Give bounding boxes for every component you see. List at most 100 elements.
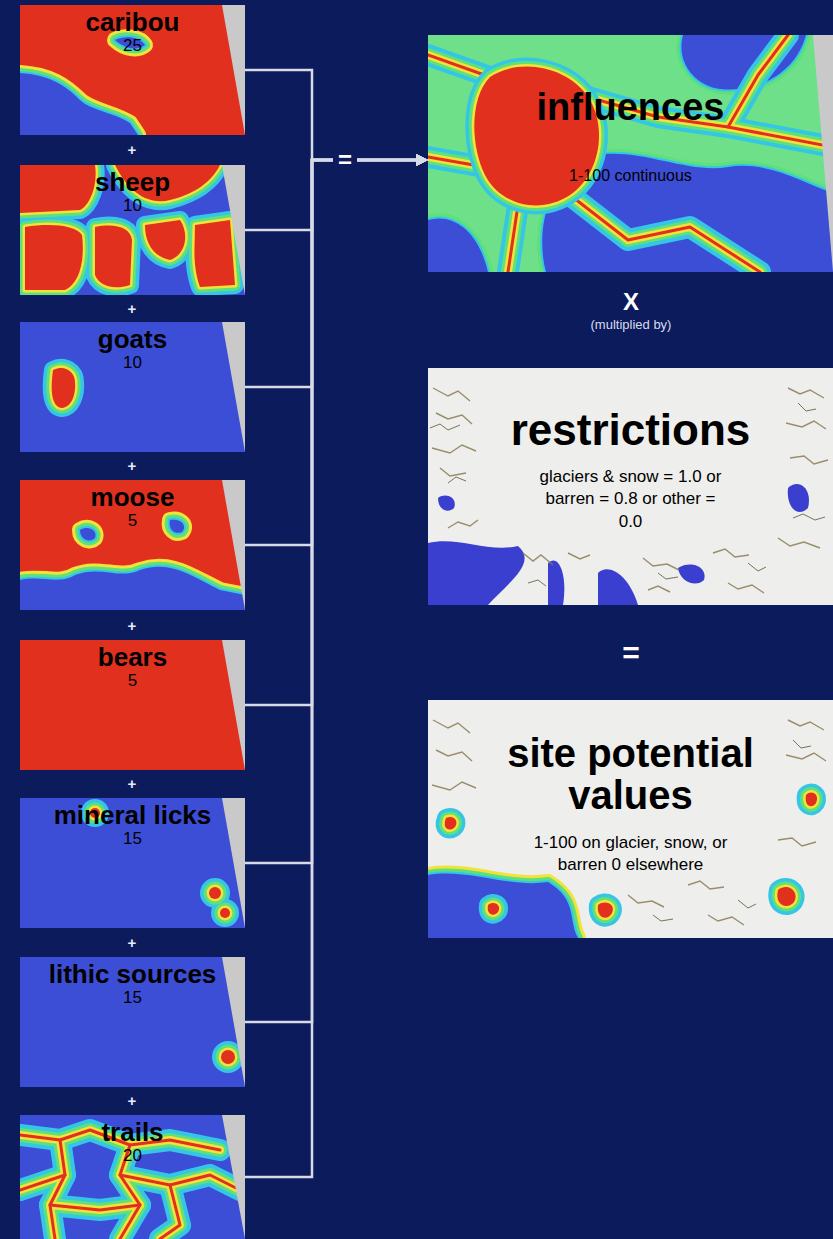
map-art xyxy=(222,1115,245,1239)
map-art xyxy=(20,1130,240,1239)
map-art xyxy=(20,165,235,290)
plus-sign: + xyxy=(128,935,137,952)
map-art xyxy=(20,165,245,295)
map-art xyxy=(432,388,476,476)
map-art xyxy=(778,720,826,846)
influences-map xyxy=(428,35,833,272)
plus-sign: + xyxy=(128,1093,137,1110)
site-potential-panel: site potential values1-100 on glacier, s… xyxy=(428,700,833,938)
map-art xyxy=(222,5,245,135)
panel-title: moose xyxy=(91,483,175,512)
map-art xyxy=(548,560,564,605)
map-art xyxy=(222,165,245,295)
map-art xyxy=(222,480,245,610)
trails-map xyxy=(20,1115,245,1239)
goats-map xyxy=(20,322,245,452)
map-art xyxy=(20,165,235,290)
map-art xyxy=(221,1050,235,1064)
plus-sign: + xyxy=(128,142,137,159)
weight-number: 10 xyxy=(123,197,142,215)
map-art xyxy=(20,5,245,135)
operator-note: (multiplied by) xyxy=(591,318,672,332)
bracket-connector xyxy=(245,154,428,387)
arrow-head xyxy=(416,154,428,166)
map-art xyxy=(628,881,744,925)
map-art xyxy=(20,165,235,290)
map-art xyxy=(20,957,245,1087)
panel-title: mineral licks xyxy=(54,801,212,830)
connector-line xyxy=(245,160,417,230)
factor-map-panel: goats10 xyxy=(20,322,245,452)
map-art xyxy=(523,549,764,593)
map-art xyxy=(428,541,525,605)
mineral-licks-map xyxy=(20,798,245,928)
map-art xyxy=(448,520,478,528)
factor-map-panel: moose5 xyxy=(20,480,245,610)
caribou-map xyxy=(20,5,245,135)
map-art xyxy=(20,520,245,610)
map-art xyxy=(221,1050,235,1064)
map-art xyxy=(20,798,245,928)
multiply-sign: X xyxy=(623,289,639,315)
plus-sign: + xyxy=(128,618,137,635)
equals-sign: = xyxy=(333,147,357,173)
panel-title: restrictions xyxy=(511,406,751,454)
arrow-head xyxy=(416,154,428,166)
arrow-head xyxy=(416,154,428,166)
map-art xyxy=(222,957,245,1087)
map-art xyxy=(20,1130,240,1239)
map-art xyxy=(20,37,145,135)
map-art xyxy=(428,700,833,938)
factor-map-panel: sheep10 xyxy=(20,165,245,295)
influences-panel: influences1-100 continuous xyxy=(428,35,833,272)
map-art xyxy=(222,322,245,452)
plus-sign: + xyxy=(128,301,137,318)
connector-line xyxy=(245,160,417,863)
factor-map-panel: caribou25 xyxy=(20,5,245,135)
map-art xyxy=(221,1050,235,1064)
arrow-head xyxy=(416,154,428,166)
weight-number: 10 xyxy=(123,354,142,372)
map-art xyxy=(20,520,245,610)
map-art xyxy=(528,563,766,586)
map-art xyxy=(428,35,833,272)
sheep-map xyxy=(20,165,245,295)
panel-title: influences xyxy=(537,87,725,129)
arrow-head xyxy=(416,154,428,166)
bears-map xyxy=(20,640,245,770)
map-art xyxy=(813,35,833,272)
arrow-head xyxy=(416,154,428,166)
map-art xyxy=(428,368,833,605)
map-art xyxy=(52,368,75,408)
bracket-connector xyxy=(245,154,428,1022)
map-art xyxy=(428,35,833,272)
map-art xyxy=(438,496,455,511)
lithic-sources-map xyxy=(20,957,245,1087)
map-art xyxy=(52,368,75,408)
bracket-connector xyxy=(245,154,428,863)
map-art xyxy=(428,35,833,272)
weight-number: 5 xyxy=(128,512,137,530)
map-art xyxy=(778,388,828,548)
map-art xyxy=(793,403,825,520)
map-art xyxy=(428,35,833,272)
connector-line xyxy=(245,160,417,1022)
map-art xyxy=(428,35,833,272)
panel-title: lithic sources xyxy=(49,960,217,989)
plus-sign: + xyxy=(128,458,137,475)
map-art xyxy=(20,37,145,135)
map-art xyxy=(20,1130,240,1239)
connector-line xyxy=(245,160,417,705)
restrictions-map xyxy=(428,368,833,605)
map-art xyxy=(678,564,705,583)
map-art xyxy=(20,1115,245,1239)
map-art xyxy=(428,35,833,272)
factor-map-panel: lithic sources15 xyxy=(20,957,245,1087)
weight-number: 25 xyxy=(123,37,142,55)
panel-title: trails xyxy=(101,1118,163,1147)
map-art xyxy=(788,484,809,512)
map-art xyxy=(428,35,833,272)
connector-line xyxy=(245,70,417,160)
bracket-connector xyxy=(245,154,428,705)
map-art xyxy=(222,798,245,928)
